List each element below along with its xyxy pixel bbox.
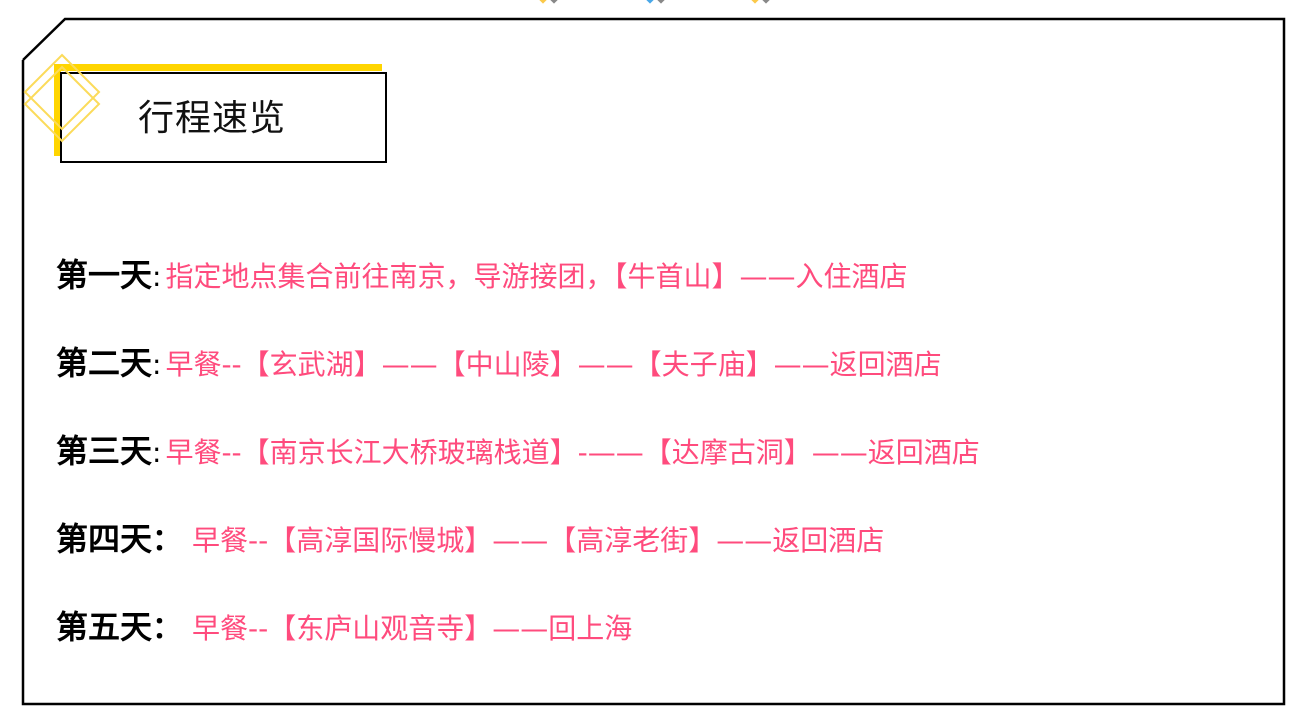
day-colon: ： (152, 523, 183, 558)
itinerary-day-5: 第五天 ： 早餐--【东庐山观音寺】——回上海 (56, 602, 632, 648)
day-itinerary-text: 早餐--【南京长江大桥玻璃栈道】-——【达摩古洞】——返回酒店 (165, 436, 980, 469)
day-label: 第三天 (56, 432, 153, 470)
day-itinerary-text: 早餐--【东庐山观音寺】——回上海 (192, 612, 633, 645)
itinerary-day-3: 第三天 : 早餐--【南京长江大桥玻璃栈道】-——【达摩古洞】——返回酒店 (56, 426, 980, 472)
day-itinerary-text: 早餐--【高淳国际慢城】——【高淳老街】——返回酒店 (192, 524, 885, 557)
day-label: 第五天 (56, 608, 153, 646)
itinerary-day-4: 第四天 ： 早餐--【高淳国际慢城】——【高淳老街】——返回酒店 (56, 514, 884, 560)
day-label: 第四天 (56, 520, 153, 558)
day-itinerary-text: 早餐--【玄武湖】——【中山陵】——【夫子庙】——返回酒店 (165, 348, 942, 381)
day-itinerary-text: 指定地点集合前往南京，导游接团，【牛首山】——入住酒店 (165, 260, 908, 293)
itinerary-day-1: 第一天 : 指定地点集合前往南京，导游接团，【牛首山】——入住酒店 (56, 250, 907, 296)
day-colon: : (152, 436, 162, 469)
day-colon: ： (152, 611, 183, 646)
page-title: 行程速览 (138, 98, 287, 139)
day-label: 第一天 (56, 256, 153, 294)
itinerary-day-2: 第二天 : 早餐--【玄武湖】——【中山陵】——【夫子庙】——返回酒店 (56, 338, 942, 384)
title-box (60, 72, 387, 163)
day-colon: : (152, 260, 162, 293)
day-label: 第二天 (56, 344, 153, 382)
day-colon: : (152, 348, 162, 381)
